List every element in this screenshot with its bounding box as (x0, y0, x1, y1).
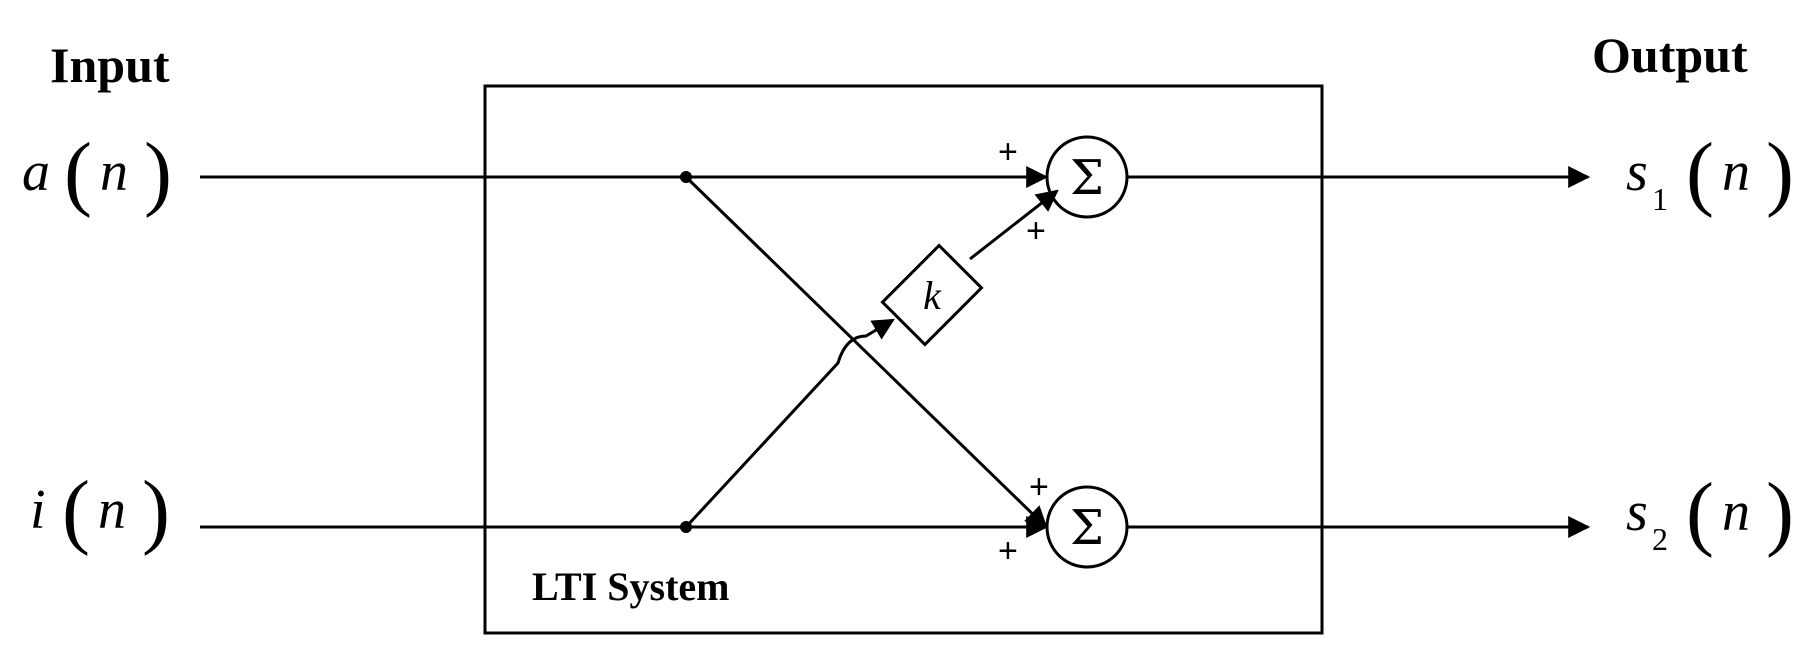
output-2-subscript: 2 (1652, 521, 1668, 557)
input-i-symbol: i (30, 479, 46, 541)
summer-1: Σ (1045, 135, 1129, 219)
output-1-open-paren: ( (1686, 126, 1714, 219)
summer-2-symbol: Σ (1070, 500, 1104, 556)
output-1-arg: n (1722, 141, 1750, 203)
input-a-symbol: a (22, 141, 50, 203)
system-label: LTI System (532, 564, 729, 609)
output-1-symbol: s (1626, 141, 1648, 203)
input-i-arg: n (98, 479, 126, 541)
output-heading: Output (1592, 27, 1748, 83)
input-signal-a: a ( n ) (22, 126, 172, 219)
output-signal-s1: s 1 ( n ) (1626, 126, 1794, 219)
wire-gain-to-sum1 (969, 189, 1059, 261)
output-2-symbol: s (1626, 481, 1648, 543)
input-heading: Input (50, 37, 170, 93)
input-i-open-paren: ( (62, 464, 90, 557)
sum2-bottom-sign: + (998, 532, 1018, 570)
input-i-close-paren: ) (142, 464, 170, 557)
input-a-open-paren: ( (64, 126, 92, 219)
wire-a-to-sum2 (684, 175, 1048, 529)
output-signal-s2: s 2 ( n ) (1626, 466, 1794, 559)
summer-1-symbol: Σ (1070, 150, 1104, 206)
input-a-arg: n (100, 141, 128, 203)
sum1-top-sign: + (998, 133, 1018, 171)
lti-system-box (483, 84, 1324, 635)
input-signal-i: i ( n ) (30, 464, 170, 557)
output-2-arg: n (1722, 481, 1750, 543)
output-2-close-paren: ) (1766, 466, 1794, 559)
output-2-open-paren: ( (1686, 466, 1714, 559)
input-a-close-paren: ) (144, 126, 172, 219)
gain-label: k (923, 273, 942, 318)
summer-2: Σ (1045, 485, 1129, 569)
output-1-close-paren: ) (1766, 126, 1794, 219)
sum1-bottom-sign: + (1026, 212, 1046, 250)
gain-block: k (880, 243, 984, 347)
sum2-top-sign: + (1029, 468, 1049, 506)
output-1-subscript: 1 (1652, 181, 1668, 217)
wire-i-to-gain (684, 318, 895, 529)
